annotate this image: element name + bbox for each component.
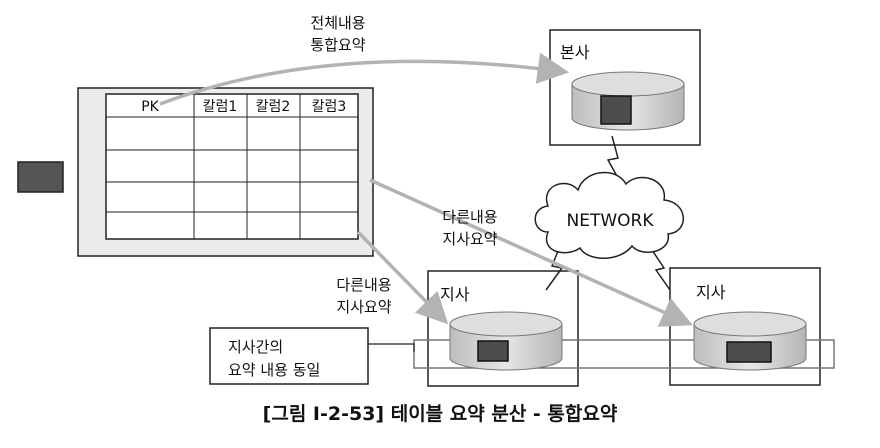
arrow-to-branch1-label-line2: 지사요약 [336, 298, 391, 316]
link-hq-network [606, 135, 619, 179]
arrow-to-hq [159, 52, 570, 106]
hq-chip-icon [600, 95, 632, 125]
branch1-disk [449, 311, 563, 371]
note-line2: 요약 내용 동일 [228, 361, 320, 379]
branch1-chip-icon [477, 340, 509, 362]
hq-label: 본사 [560, 43, 590, 62]
hq-disk [571, 71, 685, 131]
figure-caption: [그림 Ⅰ-2-53] 테이블 요약 분산 - 통합요약 [263, 403, 618, 425]
arrow-to-branch2-label-line1: 다른내용 [442, 208, 497, 226]
network-label: NETWORK [567, 211, 655, 231]
branch-group-outline [413, 339, 835, 369]
arrow-to-branch1 [356, 230, 449, 325]
arrow-to-hq-label-line2: 통합요약 [310, 36, 365, 54]
client-box-icon [17, 161, 64, 193]
note-box: 지사간의 요약 내용 동일 [209, 327, 415, 385]
link-branch2-network [651, 249, 671, 291]
table-header-col3: 칼럼3 [312, 99, 347, 115]
link-branch1-network [545, 245, 564, 291]
note-line1: 지사간의 [228, 338, 283, 356]
table-header-col1: 칼럼1 [203, 99, 238, 115]
network-cloud: NETWORK [534, 171, 685, 259]
arrow-to-branch2-label-line2: 지사요약 [442, 230, 497, 248]
table-header-col2: 칼럼2 [256, 99, 291, 115]
arrow-to-branch2 [369, 178, 693, 327]
table-header-pk: PK [141, 99, 159, 115]
source-table: PK 칼럼1 칼럼2 칼럼3 [77, 87, 374, 257]
branch2-disk [693, 311, 807, 371]
arrow-to-hq-label-line1: 전체내용 [310, 14, 365, 32]
arrow-to-branch1-label-line1: 다른내용 [336, 276, 391, 294]
branch2-label: 지사 [696, 283, 726, 302]
branch1-label: 지사 [440, 285, 470, 304]
branch2-chip-icon [726, 341, 772, 363]
